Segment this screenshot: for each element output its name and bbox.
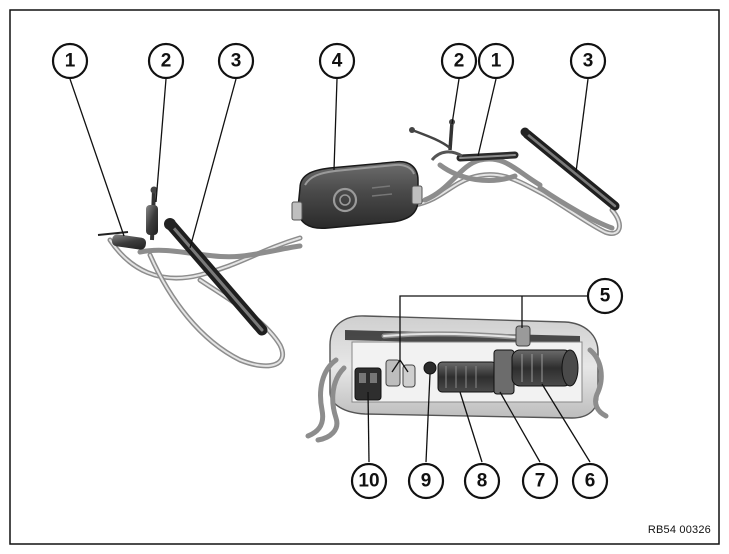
left-lock-pin	[146, 186, 158, 241]
callout-4: 4	[318, 42, 356, 80]
callout-6: 6	[571, 462, 609, 500]
diagram-frame	[9, 9, 720, 545]
callout-2-left: 2	[147, 42, 185, 80]
reference-code: RB54 00326	[647, 524, 711, 536]
callout-2-right-label: 2	[454, 51, 465, 72]
callout-1-right-label: 1	[491, 51, 502, 72]
callout-6-label: 6	[585, 471, 596, 492]
callout-2-left-label: 2	[161, 51, 172, 72]
left-bowden-cable	[97, 231, 147, 250]
leader-lines	[69, 78, 591, 463]
callout-1-left-label: 1	[65, 51, 76, 72]
gear-drive	[437, 361, 497, 393]
callout-10-label: 10	[358, 471, 379, 492]
callout-3-right-label: 3	[583, 51, 594, 72]
callout-5: 5	[586, 277, 624, 315]
callout-1-left: 1	[51, 42, 89, 80]
callout-5-label: 5	[600, 286, 611, 307]
callout-3-left-label: 3	[231, 51, 242, 72]
callout-10: 10	[350, 462, 388, 500]
callout-2-right: 2	[440, 42, 478, 80]
callout-7: 7	[521, 462, 559, 500]
electric-motor	[511, 349, 579, 387]
callout-3-right: 3	[569, 42, 607, 80]
module-electronics	[385, 325, 531, 388]
opened-module-assembly	[305, 315, 609, 443]
callout-9: 9	[407, 462, 445, 500]
callout-3-left: 3	[217, 42, 255, 80]
coupling	[493, 349, 515, 395]
central-drive-module	[291, 160, 423, 230]
right-lock-pin	[409, 119, 455, 151]
callout-9-label: 9	[421, 471, 432, 492]
right-bowden-cable	[430, 150, 519, 162]
callout-4-label: 4	[332, 51, 343, 72]
right-lock-rod	[520, 127, 620, 211]
gear-sensor	[423, 361, 437, 375]
callout-7-label: 7	[535, 471, 546, 492]
left-lock-rod	[164, 218, 268, 336]
callout-1-right: 1	[477, 42, 515, 80]
callout-8: 8	[463, 462, 501, 500]
module-wiring	[305, 331, 609, 443]
callout-8-label: 8	[477, 471, 488, 492]
top-assembly	[97, 119, 622, 369]
